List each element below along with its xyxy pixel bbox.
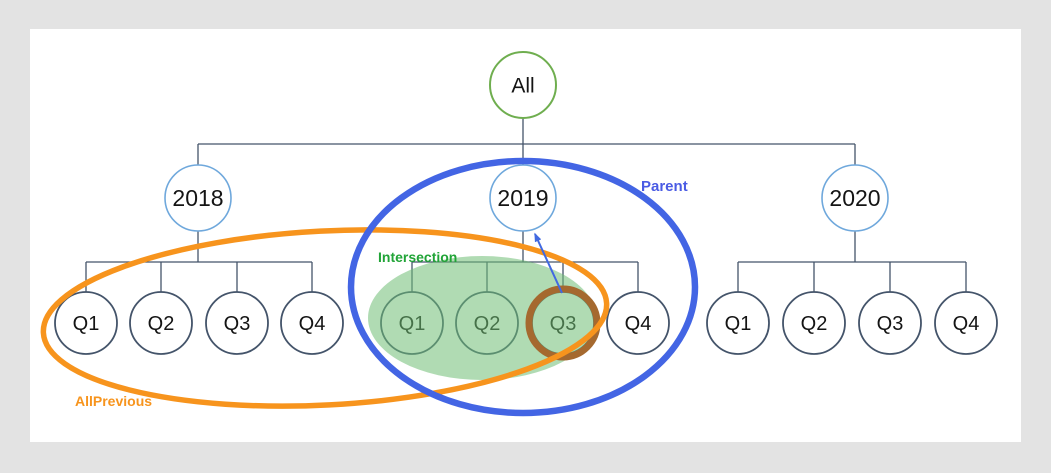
node-2020-q2-circle: [782, 291, 846, 355]
allprevious-ellipse: [40, 227, 610, 409]
node-2020-q1-circle: [706, 291, 770, 355]
node-2020-q4-circle: [934, 291, 998, 355]
allprevious-label: AllPrevious: [75, 393, 152, 409]
node-2020-q2-label: Q2: [801, 313, 828, 335]
node-2018-q3-label: Q3: [224, 313, 251, 335]
node-2018-q2-circle: [129, 291, 193, 355]
node-2020-q3-circle: [858, 291, 922, 355]
node-year-2018-label: 2018: [172, 185, 223, 211]
intersection-ellipse: [368, 256, 596, 380]
node-2018-q3-circle: [205, 291, 269, 355]
node-year-2020-label: 2020: [829, 185, 880, 211]
parent-label: Parent: [641, 178, 688, 195]
node-2020-q3-label: Q3: [877, 313, 904, 335]
node-2018-q2-label: Q2: [148, 313, 175, 335]
parent-ellipse: [347, 157, 699, 417]
node-year-2018-circle: [164, 164, 232, 232]
set-overlays: [40, 157, 699, 417]
node-year-2019-label: 2019: [497, 185, 548, 211]
node-year-2020-circle: [821, 164, 889, 232]
node-all-label: All: [511, 74, 534, 97]
node-year-2019-circle: [489, 164, 557, 232]
intersection-label: Intersection: [378, 249, 457, 265]
node-2019-q4-label: Q4: [625, 313, 652, 335]
current-member-ring: [525, 285, 601, 361]
node-2018-q1-label: Q1: [73, 313, 100, 335]
node-2018-q1-circle: [54, 291, 118, 355]
node-all-circle: [489, 51, 557, 119]
node-2020-q4-label: Q4: [953, 313, 980, 335]
parent-arrow: [534, 232, 563, 294]
node-2018-q4-circle: [280, 291, 344, 355]
node-2020-q1-label: Q1: [725, 313, 752, 335]
node-2018-q4-label: Q4: [299, 313, 326, 335]
node-2019-q4-circle: [606, 291, 670, 355]
